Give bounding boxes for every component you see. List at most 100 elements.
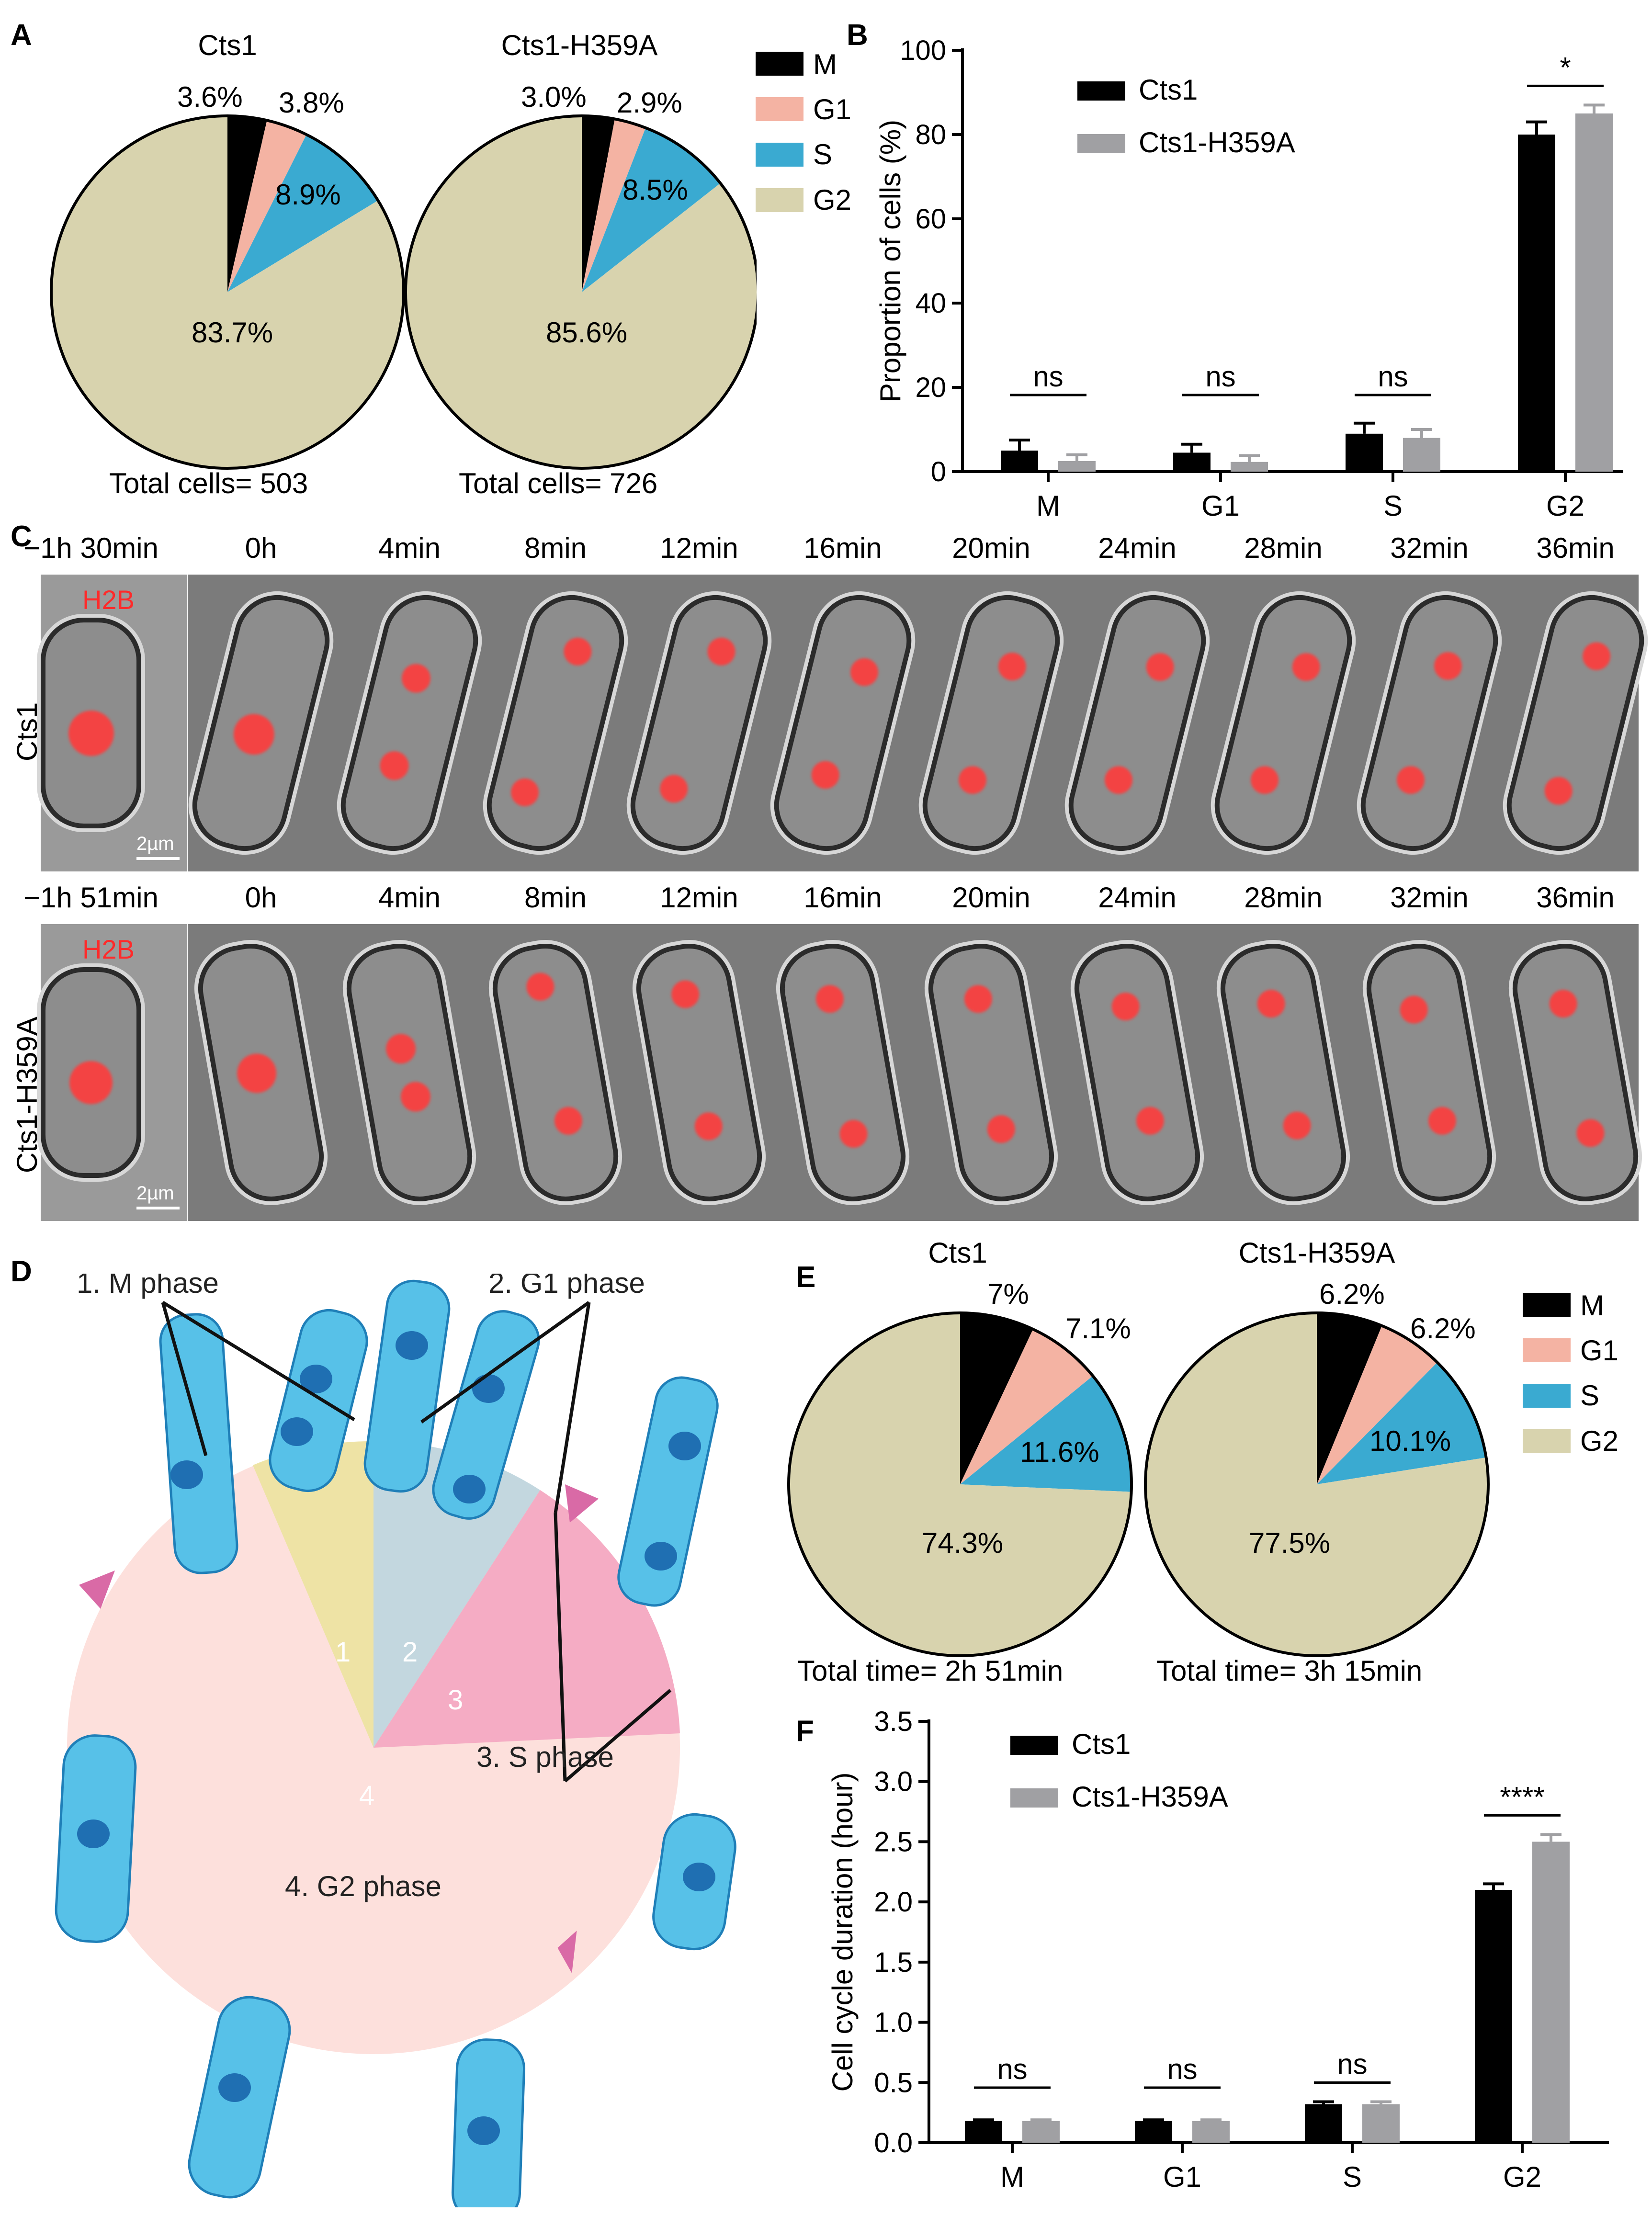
nucleus — [962, 983, 995, 1015]
panel-letter-c: C — [11, 520, 32, 553]
sig-label: ns — [997, 2053, 1027, 2085]
sig-label: ns — [1337, 2048, 1367, 2080]
time-label: 4min — [378, 881, 441, 914]
cell-nucleus — [668, 1432, 701, 1460]
time-label: 8min — [524, 881, 587, 914]
nucleus — [1393, 763, 1428, 797]
g1-phase-label: 2. G1 phase — [488, 1274, 645, 1299]
nucleus — [1574, 1117, 1607, 1150]
time-label: 12min — [660, 881, 738, 914]
nucleus — [552, 1105, 585, 1137]
y-tick-label: 0 — [931, 456, 946, 487]
bar-g1-0 — [1173, 452, 1211, 472]
nucleus — [68, 710, 114, 756]
pie-e2-m-label: 6.2% — [1319, 1278, 1385, 1310]
nucleus — [69, 1061, 113, 1104]
sig-label: * — [1560, 51, 1571, 83]
sector-label-4: 4 — [359, 1780, 374, 1811]
y-tick-label: 80 — [915, 119, 946, 150]
y-tick-label: 100 — [900, 35, 946, 66]
legend-label-0: Cts1 — [1072, 1728, 1131, 1760]
cell-nucleus — [218, 2073, 251, 2102]
legend-swatch-1 — [1077, 134, 1125, 153]
panel-letter-f: F — [796, 1715, 814, 1748]
nucleus — [524, 971, 556, 1003]
nucleus — [808, 758, 842, 792]
pie-e2 — [1144, 1311, 1490, 1657]
x-tick-label: G2 — [1546, 490, 1584, 522]
nucleus — [398, 661, 434, 696]
pie-a2 — [404, 114, 757, 470]
bar-g2-0 — [1475, 1890, 1512, 2143]
scale-label: 2µm — [136, 833, 174, 854]
bar-m-0 — [1001, 451, 1038, 472]
diagram-cell — [363, 1279, 451, 1493]
bar-m-1 — [1022, 2121, 1060, 2143]
arrowhead-left-icon — [79, 1571, 115, 1609]
pie-e1-g1-label: 7.1% — [1065, 1312, 1131, 1345]
pie-a2-s-label: 8.5% — [622, 174, 688, 206]
cell-body — [363, 1279, 451, 1493]
time-label: 16min — [803, 881, 882, 914]
sig-label: ns — [1167, 2053, 1197, 2085]
y-tick-label: 40 — [915, 288, 946, 319]
x-tick-label: S — [1343, 2161, 1362, 2193]
bar-g2-1 — [1532, 1842, 1570, 2143]
legend-label-1: Cts1-H359A — [1072, 1781, 1228, 1813]
pie-e2-s-label: 10.1% — [1369, 1425, 1451, 1457]
legend-label-s: S — [813, 138, 833, 170]
pie-a2-m-label: 3.0% — [521, 81, 587, 113]
nucleus — [1431, 649, 1465, 683]
bar-s-0 — [1346, 433, 1383, 472]
x-tick-label: M — [1000, 2161, 1024, 2193]
nucleus — [561, 634, 595, 668]
pie-a2-footer: Total cells= 726 — [459, 467, 658, 499]
sector-label-3: 3 — [448, 1684, 463, 1716]
nucleus — [1541, 774, 1575, 808]
nucleus — [847, 655, 882, 689]
row-label: Cts1-H359A — [11, 1017, 43, 1173]
x-tick-label: G2 — [1503, 2161, 1541, 2193]
y-tick-label: 2.5 — [874, 1826, 913, 1857]
legend-label-g2: G2 — [813, 184, 852, 216]
x-tick-label: G1 — [1201, 490, 1240, 522]
time-label: 20min — [952, 532, 1030, 564]
legend-swatch-g2 — [756, 188, 803, 212]
g2-phase-label: 4. G2 phase — [285, 1870, 441, 1902]
pie-e1-m-label: 7% — [987, 1278, 1029, 1310]
bar-m-0 — [965, 2121, 1002, 2143]
pie-slice-m — [960, 1313, 1033, 1484]
panel-letter-e: E — [796, 1261, 816, 1294]
cell-nucleus — [683, 1863, 715, 1891]
cell-nucleus — [300, 1365, 332, 1393]
pie-slice-g2 — [406, 116, 757, 468]
pie-slice-g1 — [227, 120, 307, 292]
nucleus — [955, 763, 990, 797]
cell-nucleus — [396, 1331, 428, 1360]
yeast-cell — [41, 618, 141, 828]
h2b-label: H2B — [82, 934, 135, 964]
cell-nucleus — [467, 2116, 500, 2145]
pie-slice-s — [227, 135, 378, 292]
s-phase-label: 3. S phase — [476, 1741, 614, 1773]
x-tick-label: S — [1383, 490, 1403, 522]
y-tick-label: 20 — [915, 372, 946, 403]
time-label: 4min — [378, 532, 441, 564]
pie-slice-g2 — [51, 116, 404, 468]
cell-nucleus — [472, 1374, 505, 1403]
cell-nucleus — [645, 1542, 677, 1571]
pie-outline — [1144, 1311, 1490, 1657]
y-axis-label: Proportion of cells (%) — [874, 120, 906, 402]
nucleus — [669, 978, 702, 1010]
pie-e2-g2-label: 77.5% — [1249, 1527, 1331, 1559]
nucleus — [1143, 650, 1177, 684]
x-tick-label: M — [1036, 490, 1060, 522]
pie-slice-s — [1317, 1362, 1486, 1484]
nucleus — [996, 650, 1030, 684]
sector-label-1: 1 — [335, 1637, 351, 1668]
pie-e1-title: Cts1 — [928, 1237, 987, 1269]
nucleus — [229, 709, 279, 759]
nucleus — [508, 775, 542, 809]
